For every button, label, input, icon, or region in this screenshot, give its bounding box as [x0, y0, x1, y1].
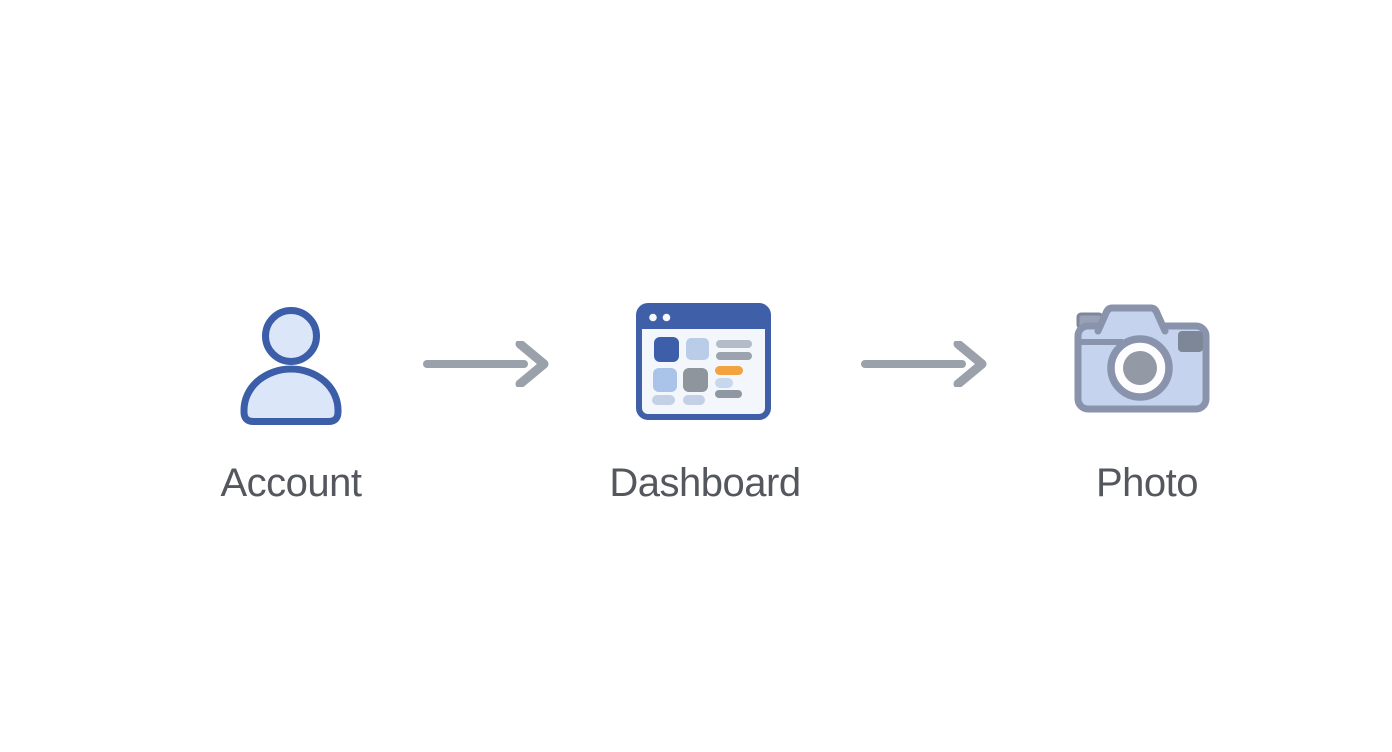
arrow-right-icon — [423, 341, 549, 387]
arrow-right-icon — [861, 341, 987, 387]
user-icon — [240, 307, 342, 425]
step-label-photo: Photo — [1095, 461, 1199, 505]
dashboard-window-icon — [636, 303, 771, 420]
step-label-account: Account — [220, 461, 362, 505]
camera-icon — [1074, 304, 1210, 413]
step-label-dashboard: Dashboard — [609, 461, 801, 505]
